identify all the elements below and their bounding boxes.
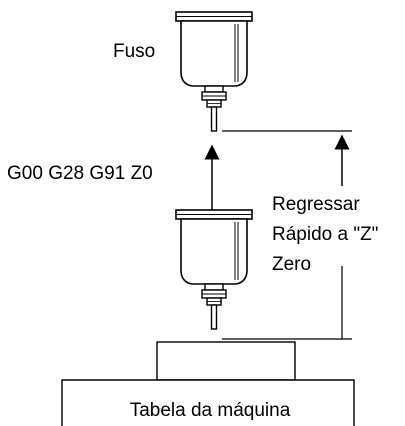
command-label: G00 G28 G91 Z0: [7, 163, 153, 184]
spindle-home: [175, 11, 253, 132]
table-label: Tabela da máquina: [130, 400, 291, 421]
machine-table: [61, 379, 355, 426]
spindle-work: [175, 209, 253, 330]
return-label-line-3: Zero: [272, 254, 311, 275]
workpiece: [156, 341, 296, 381]
spindle-label: Fuso: [113, 41, 155, 62]
return-label-line-2: Rápido a "Z": [272, 224, 378, 245]
return-label-line-1: Regressar: [272, 194, 360, 215]
